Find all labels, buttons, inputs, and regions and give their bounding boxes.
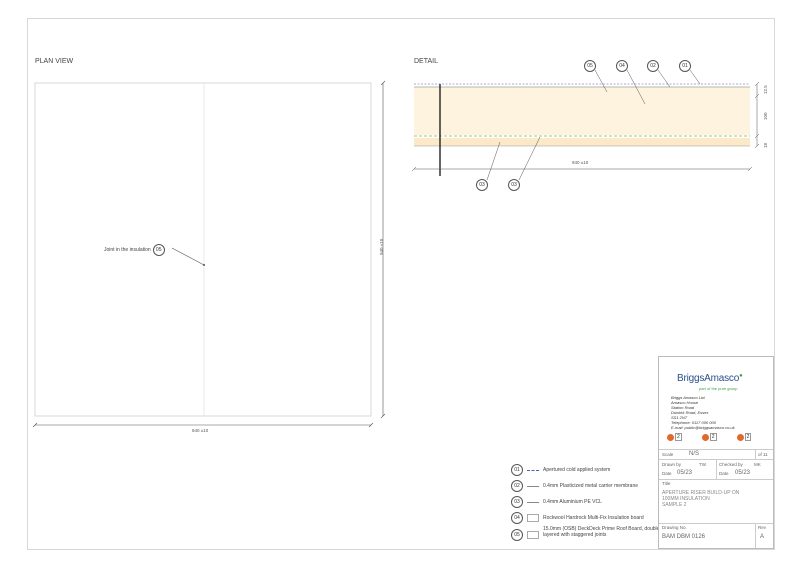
scale-label: Scale xyxy=(662,452,674,457)
legend-item-03: 03 0.4mm Aluminium PE VCL xyxy=(511,496,602,508)
detail-dim-right-mid: 100 xyxy=(763,112,768,120)
plan-dim-width-label: 840 ±10 xyxy=(192,428,209,433)
detail-ref-04: 04 xyxy=(616,60,628,72)
legend-text: 15.0mm (OSB) DeckDeck Prime Roof Board, … xyxy=(543,526,660,538)
address-line: SS1 2NT xyxy=(671,415,688,420)
deck-layer xyxy=(414,138,750,146)
address-line: Station Road xyxy=(671,405,695,410)
legend-swatch-dashed xyxy=(527,469,539,471)
title-label: Title xyxy=(662,481,671,486)
badge-icon xyxy=(701,433,709,441)
legend-ref: 04 xyxy=(511,512,523,524)
date-label: Date xyxy=(662,471,672,476)
legend-swatch-box xyxy=(527,531,539,539)
address-line: Telephone: 0117 000 000 xyxy=(671,420,716,425)
detail-ref-02: 02 xyxy=(647,60,659,72)
legend-swatch-box xyxy=(527,514,539,522)
plan-outline xyxy=(34,82,372,417)
badge-label: 2 xyxy=(744,433,752,441)
legend-swatch-line xyxy=(527,501,539,503)
legend-text: 0.4mm Aluminium PE VCL xyxy=(543,499,602,505)
title-line: SAMPLE 2 xyxy=(662,502,687,508)
company-logo: BriggsAmasco● xyxy=(677,373,743,384)
accreditation-badge: 2 xyxy=(701,433,717,441)
detail-ref-03-b: 03 xyxy=(508,179,520,191)
joint-callout-text: Joint in the insulation xyxy=(104,247,151,253)
checked-by-label: Checked by xyxy=(719,462,743,467)
detail-ref-05-top: 05 xyxy=(584,60,596,72)
drawing-no-value: BAM DBM 0126 xyxy=(662,534,706,540)
rev-label: Rev xyxy=(758,525,767,530)
address-line: Amasco House xyxy=(671,400,699,405)
detail-dim-width-label: 940 ±10 xyxy=(572,160,589,165)
accreditation-badge: 2 xyxy=(736,433,752,441)
legend-ref: 05 xyxy=(511,529,523,541)
joint-callout: Joint in the insulation 05 xyxy=(104,244,165,256)
legend-text: 0.4mm Plasticized metal carrier membrane xyxy=(543,483,639,489)
address-line: Briggs Amasco Ltd. xyxy=(671,395,706,400)
detail-ref-03-a: 03 xyxy=(476,179,488,191)
drawn-by-label: Drawn by xyxy=(662,462,682,467)
badge-icon xyxy=(667,433,674,441)
address-line: Dunkirk Road, Essex xyxy=(671,410,709,415)
badge-label: 2 xyxy=(709,433,717,441)
joint-callout-ref: 05 xyxy=(152,244,165,256)
legend-swatch-line xyxy=(527,485,539,487)
sheet-count: of 11 xyxy=(758,452,768,457)
legend-ref: 02 xyxy=(511,480,523,492)
detail-ref-01: 01 xyxy=(679,60,691,72)
company-tagline: part of the pure group xyxy=(699,386,738,391)
accreditation-badges: 2 2 2 xyxy=(667,433,752,441)
legend-item-01: 01 Apertured cold applied system xyxy=(511,464,610,476)
legend-text: Rockwool Hardrock Multi-Fix Insulation b… xyxy=(543,515,644,521)
drawing-border xyxy=(27,18,775,550)
detail-dim-right-top: 12.5 xyxy=(763,85,768,94)
rev-value: A xyxy=(760,534,765,540)
address-line: E-mail: public@briggsamasco.co.uk xyxy=(671,425,735,430)
drawn-by-value: TW xyxy=(699,462,706,467)
date2-label: Date xyxy=(719,471,729,476)
accreditation-badge: 2 xyxy=(667,433,682,441)
drawing-title: APERTURE RISER BUILD-UP ON 100MM INSULAT… xyxy=(662,490,739,508)
title-block: BriggsAmasco● part of the pure group Bri… xyxy=(658,356,774,549)
legend-item-02: 02 0.4mm Plasticized metal carrier membr… xyxy=(511,480,638,492)
scale-value: N/S xyxy=(689,451,700,457)
badge-label: 2 xyxy=(675,433,682,441)
detail-title: DETAIL xyxy=(414,58,438,65)
legend-text: Apertured cold applied system xyxy=(543,467,611,473)
title-line: APERTURE RISER BUILD-UP ON xyxy=(662,490,740,496)
date-value: 05/23 xyxy=(677,470,693,476)
title-line: 100MM INSULATION xyxy=(662,496,710,502)
date2-value: 05/23 xyxy=(735,470,751,476)
insulation-layer xyxy=(414,87,750,135)
legend-ref: 03 xyxy=(511,496,523,508)
checked-by-value: MK xyxy=(754,462,761,467)
plan-view-title: PLAN VIEW xyxy=(35,58,74,65)
company-address: Briggs Amasco Ltd. Amasco House Station … xyxy=(671,395,735,430)
legend-item-04: 04 Rockwool Hardrock Multi-Fix Insulatio… xyxy=(511,512,644,524)
drawing-no-label: Drawing No. xyxy=(662,525,687,530)
legend-item-05: 05 15.0mm (OSB) DeckDeck Prime Roof Boar… xyxy=(511,526,663,542)
joint-leader xyxy=(171,247,205,266)
legend-ref: 01 xyxy=(511,464,523,476)
badge-icon xyxy=(736,433,744,441)
company-name: BriggsAmasco xyxy=(677,373,740,384)
detail-dim-right-bottom: 18 xyxy=(763,142,768,148)
